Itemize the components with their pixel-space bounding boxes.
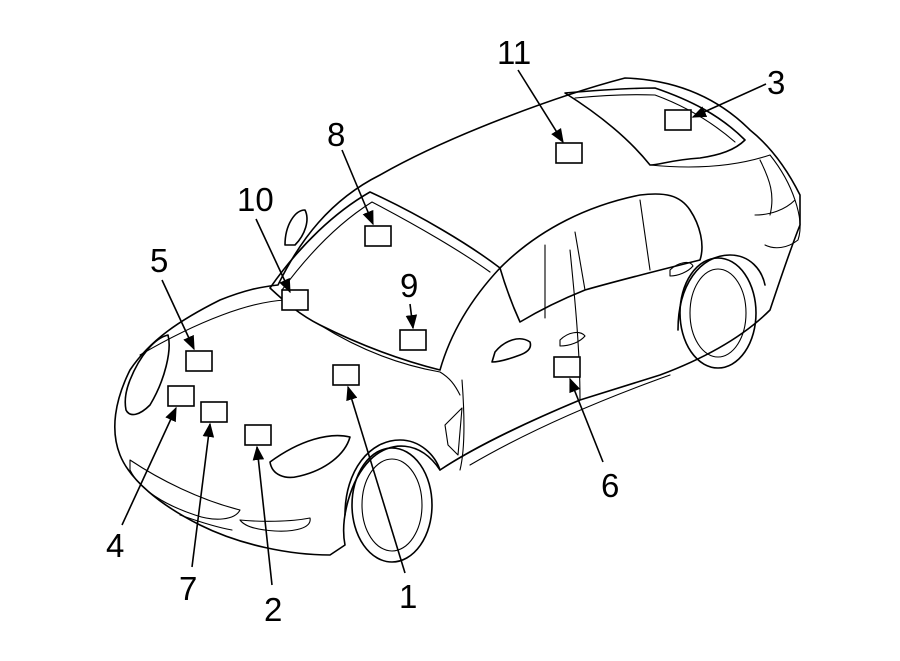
- label-box-3: [664, 109, 692, 131]
- label-box-10: [281, 289, 309, 311]
- label-box-8: [364, 225, 392, 247]
- leader-2: [252, 445, 273, 586]
- car-outline: [114, 77, 801, 563]
- leader-5: [161, 279, 195, 351]
- callout-11: 11: [497, 34, 531, 71]
- callout-5: 5: [150, 242, 168, 279]
- label-box-1: [332, 364, 360, 386]
- label-boxes: [167, 109, 692, 446]
- callout-2: 2: [264, 591, 282, 628]
- leader-11: [517, 69, 564, 144]
- leader-1: [346, 385, 406, 574]
- leader-10: [255, 218, 291, 294]
- label-box-11: [555, 142, 583, 164]
- callout-6: 6: [601, 467, 619, 504]
- label-box-6: [553, 356, 581, 378]
- leader-6: [569, 377, 604, 463]
- label-box-4: [167, 385, 195, 407]
- leader-8: [341, 149, 374, 226]
- callout-1: 1: [399, 578, 417, 615]
- callout-10: 10: [237, 181, 274, 218]
- callout-7: 7: [179, 570, 197, 607]
- callout-8: 8: [327, 116, 345, 153]
- label-box-9: [399, 329, 427, 351]
- label-box-7: [200, 401, 228, 423]
- leader-9: [405, 303, 418, 330]
- callout-4: 4: [106, 527, 124, 564]
- callout-numbers: 1 2 3 4 5 6 7 8 9 10 11: [106, 34, 785, 628]
- callout-9: 9: [400, 267, 418, 304]
- leader-4: [121, 406, 177, 526]
- leader-7: [191, 422, 215, 568]
- leader-lines: [121, 69, 767, 586]
- label-box-2: [244, 424, 272, 446]
- callout-3: 3: [767, 64, 785, 101]
- leader-3: [691, 83, 767, 118]
- label-box-5: [185, 350, 213, 372]
